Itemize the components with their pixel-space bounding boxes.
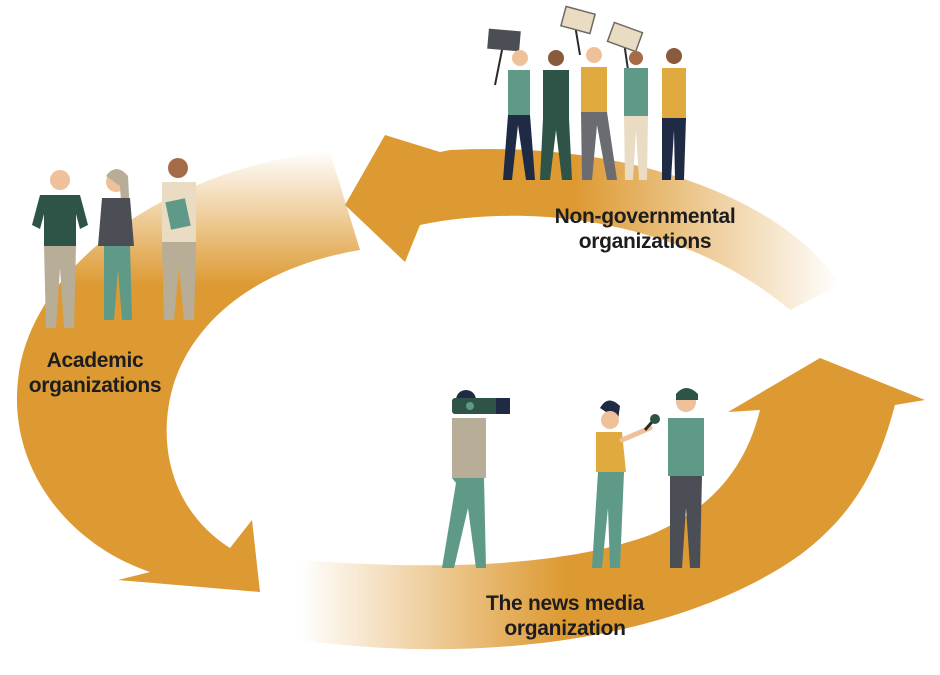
cycle-arrow-left: [16, 152, 360, 592]
ngo-label-line2: organizations: [578, 230, 712, 253]
journalist-figures: [442, 388, 704, 568]
ngo-label: Non-governmental organizations: [545, 204, 745, 254]
news-label-line2: organization: [504, 617, 626, 640]
academic-label: Academic organizations: [10, 348, 180, 398]
cycle-arrow-top: [345, 135, 840, 310]
academic-figures: [32, 158, 196, 328]
video-camera-icon: [452, 398, 510, 414]
ngo-label-line1: Non-governmental: [554, 205, 736, 228]
academic-label-line2: organizations: [28, 374, 162, 397]
microphone-icon: [619, 414, 660, 443]
academic-label-line1: Academic: [46, 349, 144, 372]
protester-figures: [487, 5, 686, 180]
cycle-arrow-right: [300, 358, 925, 650]
news-label-line1: The news media: [485, 592, 645, 615]
news-label: The news media organization: [450, 591, 680, 641]
